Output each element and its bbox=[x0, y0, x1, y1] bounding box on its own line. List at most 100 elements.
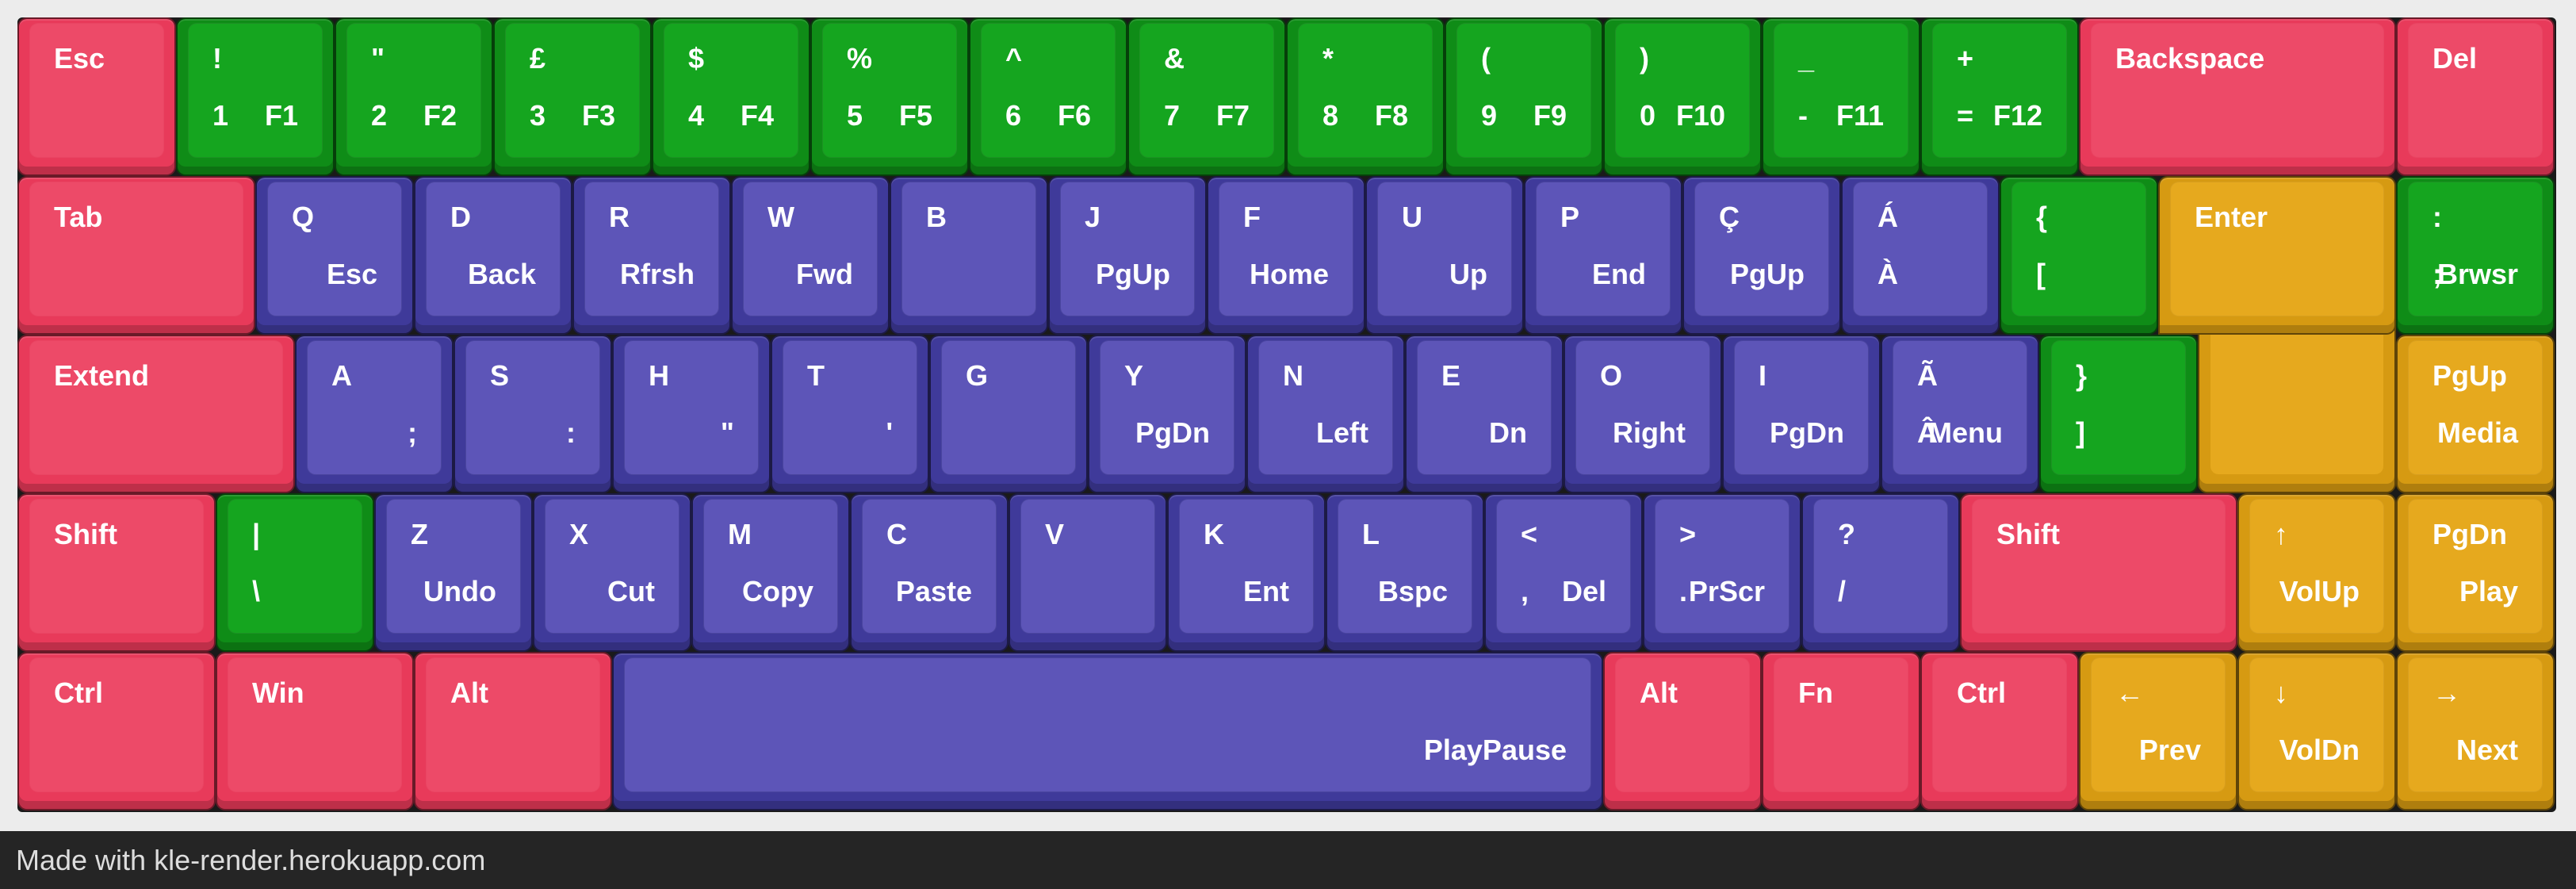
key-legend-tl: N bbox=[1283, 359, 1303, 392]
key-legend-br: Rfrsh bbox=[619, 258, 695, 290]
key-legend-br: Paste bbox=[895, 575, 972, 607]
key-win[interactable]: Win bbox=[216, 652, 414, 810]
key-a[interactable]: A; bbox=[295, 335, 454, 493]
keycap-top bbox=[783, 341, 917, 474]
key-legend-tl: B bbox=[926, 201, 947, 233]
key-ralt[interactable]: Alt bbox=[1603, 652, 1762, 810]
key-v[interactable]: V bbox=[1009, 493, 1167, 652]
key-lshift[interactable]: Shift bbox=[17, 493, 216, 652]
keycap-top bbox=[1616, 658, 1749, 791]
key-t[interactable]: T' bbox=[771, 335, 929, 493]
key-colon[interactable]: :;Brwsr bbox=[2396, 176, 2555, 335]
key-legend-tl: G bbox=[966, 359, 989, 392]
key-backspace[interactable]: Backspace bbox=[2079, 17, 2396, 176]
key-lalt[interactable]: Alt bbox=[414, 652, 612, 810]
key-right[interactable]: →Next bbox=[2396, 652, 2555, 810]
keycap-top bbox=[1893, 341, 2027, 474]
key-rctrl[interactable]: Ctrl bbox=[1920, 652, 2079, 810]
key-up[interactable]: ↑VolUp bbox=[2237, 493, 2396, 652]
key-left[interactable]: ←Prev bbox=[2079, 652, 2237, 810]
key-pipe[interactable]: |\ bbox=[216, 493, 374, 652]
key-legend-tl: P bbox=[1560, 201, 1580, 233]
key-g[interactable]: G bbox=[929, 335, 1088, 493]
key-h[interactable]: H" bbox=[612, 335, 771, 493]
key-slash[interactable]: ?/ bbox=[1801, 493, 1960, 652]
key-period[interactable]: >.PrScr bbox=[1643, 493, 1801, 652]
keycap-top bbox=[2409, 182, 2542, 316]
key-space[interactable]: PlayPause bbox=[612, 652, 1603, 810]
key-enter-lower[interactable] bbox=[2198, 319, 2396, 493]
key-legend-br: F7 bbox=[1215, 99, 1250, 132]
key-rshift[interactable]: Shift bbox=[1960, 493, 2237, 652]
key-legend-tl: Tab bbox=[54, 201, 103, 233]
key-tab[interactable]: Tab bbox=[17, 176, 255, 335]
key-rbrace[interactable]: }] bbox=[2039, 335, 2198, 493]
key-extend[interactable]: Extend bbox=[17, 335, 295, 493]
key-del[interactable]: Del bbox=[2396, 17, 2555, 176]
key-lbrace[interactable]: {[ bbox=[2000, 176, 2158, 335]
key-b[interactable]: B bbox=[890, 176, 1048, 335]
key-legend-bl: 4 bbox=[688, 99, 705, 132]
key-lctrl[interactable]: Ctrl bbox=[17, 652, 216, 810]
keycap-top bbox=[1655, 500, 1789, 633]
keycap-top bbox=[387, 500, 520, 633]
key-down[interactable]: ↓VolDn bbox=[2237, 652, 2396, 810]
key-legend-br: F6 bbox=[1057, 99, 1091, 132]
key-esc[interactable]: Esc bbox=[17, 17, 176, 176]
key-equal[interactable]: +=F12 bbox=[1920, 17, 2079, 176]
key-legend-bl: 3 bbox=[530, 99, 546, 132]
key-legend-tl: Shift bbox=[54, 518, 117, 550]
key-comma[interactable]: <,Del bbox=[1484, 493, 1643, 652]
key-legend-br: F10 bbox=[1675, 99, 1725, 132]
key-minus[interactable]: _-F11 bbox=[1762, 17, 1920, 176]
key-enter[interactable]: Enter bbox=[2158, 176, 2396, 335]
key-legend-tl: ↓ bbox=[2274, 676, 2288, 709]
key-legend-br: Prev bbox=[2138, 734, 2201, 766]
key-legend-tl: ? bbox=[1838, 518, 1855, 550]
key-legend-tl: ) bbox=[1640, 42, 1649, 75]
key-legend-tl: | bbox=[252, 518, 261, 550]
key-fn[interactable]: Fn bbox=[1762, 652, 1920, 810]
key-legend-tl: Backspace bbox=[2115, 42, 2265, 75]
key-legend-tl: Del bbox=[2432, 42, 2478, 75]
key-s[interactable]: S: bbox=[454, 335, 612, 493]
keycap-top bbox=[1854, 182, 1987, 316]
key-legend-br: Next bbox=[2455, 734, 2518, 766]
key-legend-bl: ; bbox=[2432, 258, 2442, 290]
keycap-top bbox=[2409, 658, 2542, 791]
